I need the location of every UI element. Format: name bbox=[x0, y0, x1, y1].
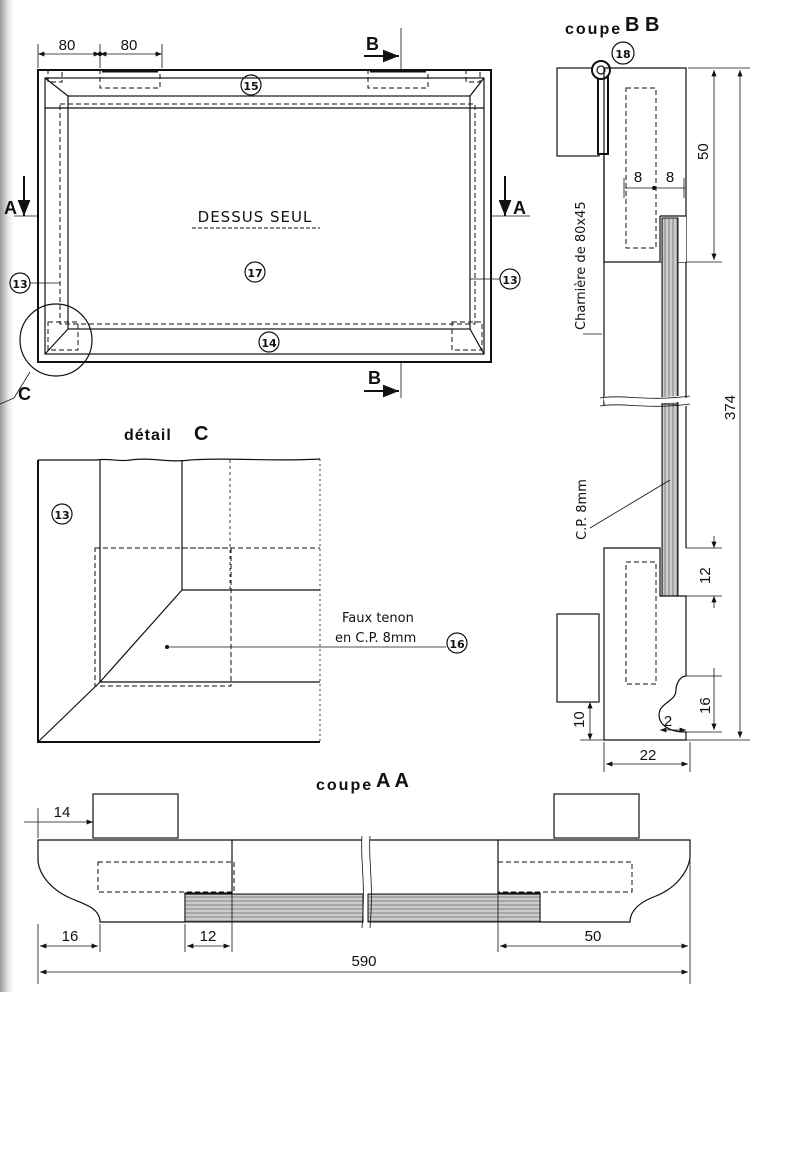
plan-hidden-panel bbox=[59, 103, 476, 325]
part-13-left-label: 13 bbox=[12, 278, 27, 291]
dim-bb-12: 12 bbox=[697, 567, 714, 584]
section-b-marker-bottom: B bbox=[368, 368, 381, 388]
detail-c-view: détail C 13 Faux tenon en C.P. 8mm 16 bbox=[37, 423, 468, 743]
plan-miter-tl bbox=[44, 77, 69, 97]
section-aa-title-letters: A A bbox=[376, 770, 409, 792]
dim-bb-16: 16 bbox=[697, 697, 714, 714]
section-a-marker-right: A bbox=[513, 198, 526, 218]
section-aa-view: coupe A A 14 16 12 50 590 bbox=[24, 770, 691, 984]
plan-title-dessus-seul: DESSUS SEUL bbox=[198, 208, 313, 226]
dim-aa-16: 16 bbox=[62, 928, 79, 945]
detail-part-13-label: 13 bbox=[54, 509, 69, 522]
dim-bb-10: 10 bbox=[571, 711, 588, 728]
lid-rail-left-aa bbox=[37, 839, 233, 923]
dim-bb-8-left: 8 bbox=[634, 169, 642, 186]
dim-aa-590: 590 bbox=[351, 953, 376, 970]
hinge-recess-right bbox=[367, 69, 429, 89]
plywood-panel-upper bbox=[661, 217, 679, 405]
detail-c-title-word: détail bbox=[124, 427, 172, 444]
plan-miter-bl bbox=[44, 328, 69, 355]
detail-c-callout-letter: C bbox=[18, 384, 31, 404]
faux-tenon-outline bbox=[94, 547, 232, 687]
dim-bb-2: 2 bbox=[664, 713, 672, 730]
dim-bb-374: 374 bbox=[722, 395, 739, 420]
section-a-marker-left: A bbox=[4, 198, 17, 218]
section-aa-title-word: coupe bbox=[316, 777, 373, 794]
part-17-label: 17 bbox=[247, 267, 262, 280]
dim-bb-50: 50 bbox=[695, 143, 712, 160]
plywood-panel-aa-right bbox=[367, 893, 541, 923]
part-16-label: 16 bbox=[449, 638, 465, 651]
part-15-label: 15 bbox=[243, 80, 258, 93]
fixed-rail-top bbox=[556, 67, 600, 157]
hinge-leaf bbox=[597, 71, 609, 155]
dim-bb-22: 22 bbox=[640, 747, 657, 764]
plan-rebate-line bbox=[44, 77, 485, 355]
section-bb-view: coupe B B 18 Charnière de 80x45 C.P. 8mm… bbox=[556, 14, 750, 772]
scan-edge-shadow bbox=[0, 0, 14, 992]
dim-aa-14: 14 bbox=[54, 804, 71, 821]
part-18-label: 18 bbox=[615, 48, 630, 61]
section-bb-title-word: coupe bbox=[565, 21, 622, 38]
dim-top-80-right: 80 bbox=[121, 37, 138, 54]
hinge-label: Charnière de 80x45 bbox=[574, 201, 589, 330]
section-b-marker-top: B bbox=[366, 34, 379, 54]
dim-aa-12: 12 bbox=[200, 928, 217, 945]
hinge-recess-left bbox=[99, 69, 161, 89]
plywood-panel-aa-left bbox=[184, 893, 364, 923]
plan-view: 80 80 B B A A DESSUS SEUL 15 17 14 13 13… bbox=[0, 28, 530, 405]
fixed-rail-bottom bbox=[556, 613, 600, 703]
fixed-rail-right-aa bbox=[553, 793, 640, 839]
dim-top-80-left: 80 bbox=[59, 37, 76, 54]
dim-bb-8-right: 8 bbox=[666, 169, 674, 186]
part-13-right-label: 13 bbox=[502, 274, 517, 287]
detail-c-title-letter: C bbox=[194, 423, 208, 445]
fixed-rail-left-aa bbox=[92, 793, 179, 839]
faux-tenon-note-line2: en C.P. 8mm bbox=[335, 631, 416, 646]
faux-tenon-note-line1: Faux tenon bbox=[342, 611, 414, 626]
detail-c-callout-circle bbox=[19, 303, 93, 377]
lid-rail-right-aa bbox=[497, 839, 691, 923]
plan-miter-tr bbox=[469, 77, 485, 97]
dim-aa-50: 50 bbox=[585, 928, 602, 945]
part-14-label: 14 bbox=[261, 337, 277, 350]
plywood-panel-lower bbox=[661, 403, 679, 597]
section-bb-title-letters: B B bbox=[625, 14, 659, 36]
plan-inner-opening bbox=[67, 95, 471, 330]
plywood-label-bb: C.P. 8mm bbox=[575, 479, 590, 540]
